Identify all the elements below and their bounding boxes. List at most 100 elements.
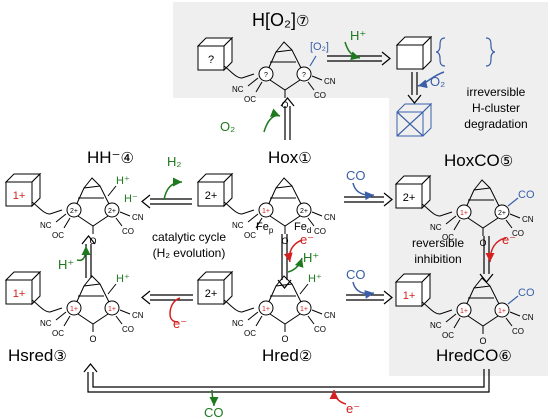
e-minus-hoxco-label: e⁻: [502, 232, 516, 247]
h-plus-hox-arrow: [287, 257, 304, 273]
svg-text:1+: 1+: [460, 210, 468, 217]
fe-distal: [296, 66, 312, 82]
e-minus-hoxco-arrow: [485, 237, 507, 263]
svg-text:?: ?: [302, 72, 306, 79]
bridging-o: O: [281, 100, 288, 110]
fe-distal: [494, 302, 510, 318]
ligand-co-extra: CO: [518, 287, 535, 299]
cubane-charge: 1+: [403, 290, 416, 302]
co-hred-arrow: [352, 281, 375, 299]
h-plus-hsred-label: H⁺: [58, 257, 74, 272]
ligand-oc: OC: [244, 329, 256, 338]
svg-text:1+: 1+: [70, 306, 78, 313]
hydride-h-plus: H⁺: [116, 175, 130, 187]
ligand-co: CO: [314, 91, 326, 100]
fe-distal: [494, 204, 510, 220]
svg-text:1+: 1+: [460, 308, 468, 315]
ligand-nc: NC: [430, 321, 442, 330]
ligand-co-extra: CO: [518, 189, 535, 201]
o2-panel: [173, 2, 548, 98]
bridging-o: O: [89, 334, 96, 344]
o2-degradation-arrow: [417, 71, 445, 89]
reversible-label-line2: inhibition: [414, 252, 461, 266]
o2-in-arrow: [263, 108, 281, 133]
arrow-hox-to-hhm: [141, 194, 192, 209]
svg-text:1+: 1+: [498, 308, 506, 315]
state-hsred-title: Hsred③: [8, 346, 67, 365]
arrow-hredco-to-hsred: [83, 363, 490, 393]
svg-text:?: ?: [264, 72, 268, 79]
ligand-oc: OC: [442, 331, 454, 340]
ligand-co: CO: [512, 327, 524, 336]
irreversible-label-line2: H-cluster: [472, 101, 520, 115]
h-plus-hsred-arrow: [76, 245, 91, 262]
ligand-nc: NC: [430, 223, 442, 232]
bridging-o: O: [281, 334, 288, 344]
arrow-hred-to-hsred: [141, 290, 193, 305]
fe-proximal: [456, 302, 472, 318]
reversible-label-line1: reversible: [412, 236, 464, 250]
fe-proximal: [66, 202, 82, 218]
e-minus-bottom-arrow: [329, 389, 347, 405]
e-minus-hox-label: e⁻: [300, 232, 314, 247]
arrow-degradation-down: [407, 72, 422, 104]
open-bracket-right: [485, 37, 496, 67]
o2-in-label: O₂: [220, 119, 235, 134]
arrow-hox-to-ho2: [280, 97, 295, 140]
ligand-nc: NC: [232, 221, 244, 230]
state-hox-title: Hox①: [268, 148, 312, 167]
ligand-oc: OC: [52, 329, 64, 338]
state-hhm-title: HH⁻④: [87, 148, 134, 167]
e-minus-bottom-label: e⁻: [346, 401, 360, 416]
ligand-oc: OC: [244, 231, 256, 240]
cubane-charge: 2+: [205, 288, 218, 300]
irreversible-label-line3: degradation: [464, 117, 527, 131]
svg-text:2+: 2+: [300, 208, 308, 215]
ligand-cn: CN: [324, 77, 336, 86]
irreversible-label-line1: irreversible: [467, 85, 526, 99]
ligand-co: CO: [122, 325, 134, 334]
co-hred-label: CO: [346, 267, 366, 282]
ligand-cn: CN: [324, 213, 336, 222]
cubane-charge: 1+: [13, 190, 26, 202]
co-release-label: CO: [204, 405, 224, 419]
ligand-o2-bracket: [O₂]: [310, 41, 329, 53]
h-plus-ho2-arrow: [344, 41, 361, 61]
state-hred-title: Hred②: [262, 346, 312, 365]
cubane-charge: ?: [208, 54, 214, 66]
h2-release-label: H₂: [167, 154, 181, 169]
fe-proximal: [66, 300, 82, 316]
fe-distal: [104, 202, 120, 218]
ligand-nc: NC: [232, 85, 244, 94]
e-minus-hred-label: e⁻: [173, 316, 187, 331]
state-hredco-title: HredCO⑥: [436, 346, 512, 365]
h-plus-hox-label: H⁺: [303, 250, 319, 265]
cubane-charge: 2+: [205, 190, 218, 202]
destroyed-cluster: [396, 102, 433, 137]
ligand-oc: OC: [52, 231, 64, 240]
fe-distal: [296, 202, 312, 218]
fe-proximal: [456, 204, 472, 220]
fe-proximal: [258, 202, 274, 218]
ligand-co: CO: [314, 325, 326, 334]
bridging-o: O: [479, 336, 486, 346]
bridging-o: O: [281, 236, 288, 246]
bridging-o: O: [479, 238, 486, 248]
hydride-h-plus: H⁺: [116, 273, 130, 285]
co-hox-label: CO: [346, 168, 366, 183]
ligand-nc: NC: [40, 221, 52, 230]
e-minus-hox-arrow: [283, 239, 303, 263]
ligand-cn: CN: [522, 313, 534, 322]
arrow-hox-to-hoxco: [344, 192, 393, 207]
h2-release-arrow: [163, 177, 183, 201]
svg-text:2+: 2+: [108, 208, 116, 215]
fe-proximal: [258, 66, 274, 82]
fe-distal: [296, 300, 312, 316]
fe-proximal: [258, 300, 274, 316]
open-bracket-left: [435, 37, 446, 67]
degraded-cluster: [395, 35, 496, 71]
fe-d-label: Fed: [294, 221, 311, 235]
